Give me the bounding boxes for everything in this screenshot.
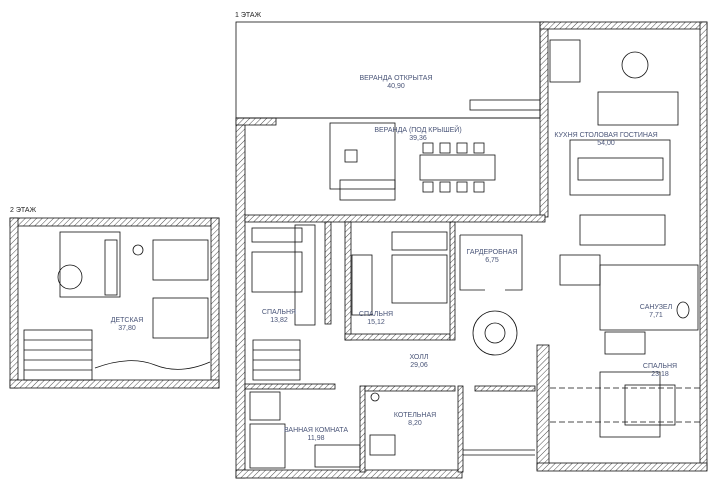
- room-area: 7,71: [649, 311, 663, 319]
- room-area: 23,18: [651, 370, 669, 378]
- room-area: 29,06: [410, 361, 428, 369]
- room-area: 13,82: [270, 316, 288, 324]
- room-name: ГАРДЕРОБНАЯ: [466, 249, 518, 256]
- room-name: САНУЗЕЛ: [639, 304, 673, 311]
- room-name: СПАЛЬНЯ: [358, 311, 394, 318]
- room-name: СПАЛЬНЯ: [642, 363, 678, 370]
- floor-label-second: 2 ЭТАЖ: [10, 207, 37, 214]
- room-area: 39,36: [409, 134, 427, 142]
- room-name: ВЕРАНДА ОТКРЫТАЯ: [359, 75, 433, 82]
- room-label-covered-veranda: ВЕРАНДА (ПОД КРЫШЕЙ)39,36: [374, 127, 461, 142]
- room-area: 15,12: [367, 318, 385, 326]
- room-name: ХОЛЛ: [409, 354, 429, 361]
- room-name: КУХНЯ СТОЛОВАЯ ГОСТИНАЯ: [554, 132, 658, 139]
- room-area: 40,90: [387, 82, 405, 90]
- room-area: 11,98: [307, 434, 325, 442]
- room-name: ВАННАЯ КОМНАТА: [283, 427, 349, 434]
- floor-label-first: 1 ЭТАЖ: [235, 12, 262, 19]
- room-name: СПАЛЬНЯ: [261, 309, 297, 316]
- room-area: 37,80: [118, 324, 136, 332]
- room-name: ДЕТСКАЯ: [110, 317, 144, 324]
- room-name: ВЕРАНДА (ПОД КРЫШЕЙ): [374, 127, 462, 134]
- outlines: [23, 21, 700, 469]
- room-area: 6,75: [485, 256, 499, 264]
- room-name: КОТЕЛЬНАЯ: [393, 412, 437, 419]
- room-area: 8,20: [408, 419, 422, 427]
- walls: [9, 21, 708, 479]
- room-area: 54,00: [597, 139, 615, 147]
